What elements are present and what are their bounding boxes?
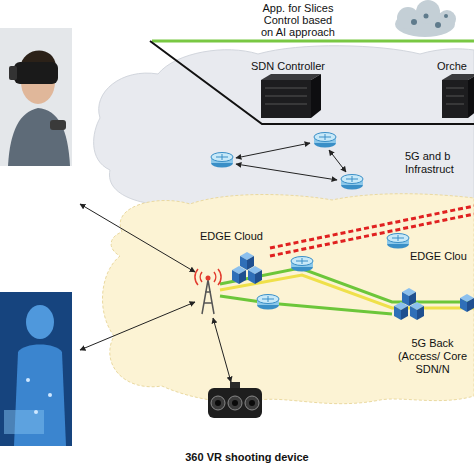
edge-links [220, 206, 474, 314]
core-cloud: 5G and b Infrastruct SDN Controller Orche [90, 44, 474, 216]
router-links [329, 150, 346, 172]
core-routers [341, 175, 363, 190]
core-routers [211, 133, 363, 190]
humanoid-photo [0, 292, 72, 446]
edge-servers [232, 252, 474, 320]
server-symbol [468, 74, 474, 118]
edge-cloud-label: EDGE Clou [410, 250, 472, 263]
humanoid-photo [26, 378, 30, 382]
vr-camera: 360 VR shooting device [172, 380, 322, 472]
edge-routers [387, 234, 409, 249]
edge-links [270, 214, 474, 256]
orchestrator: Orche [436, 60, 474, 122]
base-station [195, 269, 221, 285]
camera-symbol [208, 382, 262, 418]
humanoid-photo [0, 292, 72, 446]
camera-symbol [232, 400, 238, 406]
server-symbol [261, 74, 321, 80]
label-slot: 5G Back (Access/ Core SDN/N [395, 337, 470, 376]
server-symbol [265, 88, 307, 89]
vr-user-photo [0, 28, 72, 166]
camera-symbol [249, 400, 255, 406]
label-slot: App. for Slices Control based on AI appr… [258, 2, 338, 38]
sdn-controller: SDN Controller [236, 60, 340, 122]
control-lines [152, 40, 474, 43]
vr-user-photo [8, 108, 70, 166]
camera-symbol [228, 396, 242, 410]
ai-cloud-icon [416, 0, 440, 24]
server-symbol [442, 74, 474, 80]
base-station [206, 276, 211, 281]
edge-links [220, 296, 392, 314]
ai-cloud-icon [424, 14, 429, 19]
wireless-links [213, 318, 231, 382]
node-label: SDN Controller [236, 60, 340, 73]
edge-links [270, 206, 474, 248]
app-label: App. for Slices Control based on AI appr… [258, 2, 338, 38]
vr-user-photo [50, 120, 66, 130]
ai-cloud-icon [435, 22, 441, 28]
camera-symbol [215, 400, 221, 406]
edge-routers [291, 257, 313, 272]
humanoid-photo [34, 410, 38, 414]
camera-symbol [245, 396, 259, 410]
vr-user-photo [14, 62, 58, 84]
wireless-links [80, 302, 195, 350]
node-label: EDGE Cloud [200, 230, 290, 243]
node-label: 360 VR shooting device [172, 451, 322, 464]
edge-servers [232, 266, 246, 284]
wireless-links [80, 204, 231, 382]
server-symbol [261, 74, 321, 118]
server-symbol [446, 104, 464, 105]
core-routers [211, 153, 233, 168]
edge-routers [257, 295, 279, 310]
base-station [200, 272, 216, 282]
edge-servers [394, 302, 408, 320]
vr-user-photo [9, 66, 17, 80]
control-lines [150, 41, 474, 124]
ai-cloud-icon [395, 0, 456, 37]
edge-servers [248, 266, 262, 284]
wireless-links [80, 204, 195, 272]
server-symbol [442, 74, 474, 118]
server-symbol [446, 96, 464, 97]
label-slot: EDGE Clou [410, 250, 472, 263]
edge-routers [257, 234, 409, 310]
ai-cloud-icon [411, 19, 417, 25]
camera-symbol [208, 388, 262, 418]
vr-user-photo [0, 28, 72, 166]
edge-servers [410, 302, 424, 320]
node-label: Orche [437, 60, 473, 73]
edge-servers [402, 288, 416, 306]
server-symbol [446, 88, 464, 89]
server-symbol [265, 104, 307, 105]
humanoid-photo [4, 410, 44, 434]
server-symbol [442, 80, 468, 118]
backhaul-label: 5G Back (Access/ Core SDN/N [395, 337, 470, 376]
camera-symbol [211, 396, 225, 410]
node-label: 5G and b Infrastruct [405, 150, 467, 176]
base-station [202, 280, 214, 314]
server-symbol [311, 74, 321, 118]
router-links [236, 143, 346, 180]
cloud-outline [94, 46, 474, 211]
server-symbol [261, 80, 311, 118]
control-lines [150, 41, 474, 124]
edge-servers [460, 294, 474, 312]
base-station [195, 269, 221, 314]
router-links [236, 143, 310, 158]
humanoid-photo [26, 305, 54, 339]
ai-cloud-icon [444, 14, 448, 18]
router-links [236, 164, 337, 180]
ai-cloud-icon [397, 7, 419, 29]
server-symbol [265, 96, 307, 97]
humanoid-photo [48, 393, 52, 397]
cloud-outline [103, 194, 474, 404]
core-routers [314, 133, 336, 148]
edge-servers [240, 252, 254, 270]
